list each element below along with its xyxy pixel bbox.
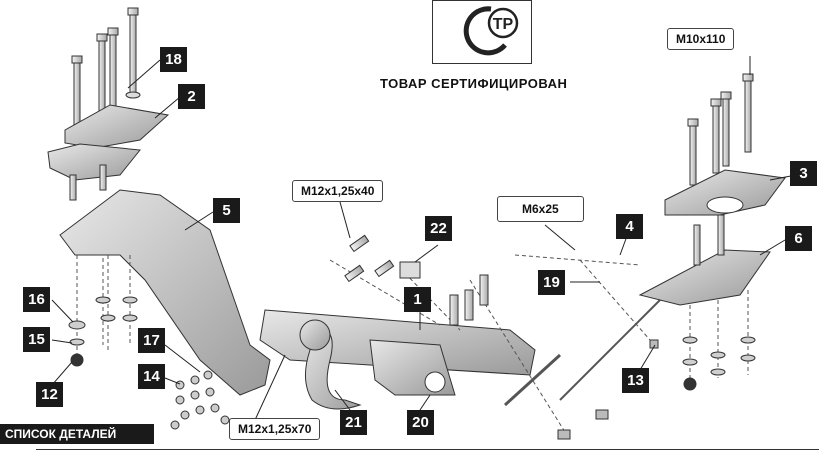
part-badge-5: 5 [213,198,240,223]
plate-6 [638,249,771,306]
callout-m12x125x40: M12x1,25x40 [292,180,384,202]
bracket-5 [59,189,271,396]
part-badge-6: 6 [785,226,812,251]
plate-2-lower [47,143,141,181]
callout-m6x25: M6x25 [497,196,584,222]
part-badge-4: 4 [616,214,643,239]
plate-2 [64,104,170,149]
callout-m12x125x70: M12x1,25x70 [229,418,321,440]
left-long-bolts [71,7,139,133]
part-badge-16: 16 [23,287,50,312]
part-badge-15: 15 [23,327,50,352]
part-badge-3: 3 [790,161,817,186]
center-bolts [344,234,489,326]
certification-logo-letters: ТР [493,16,514,33]
part-badge-21: 21 [340,410,367,435]
callout-m10x110: M10x110 [667,28,735,50]
part-badge-2: 2 [178,84,205,109]
part-badge-20: 20 [407,410,434,435]
part-badge-18: 18 [160,47,187,72]
part-badge-13: 13 [622,368,649,393]
part-badge-12: 12 [36,382,63,407]
part-badge-19: 19 [538,270,565,295]
left-nuts-washers [68,296,138,367]
part-badge-1: 1 [404,287,431,312]
plate-3 [664,169,786,216]
right-long-bolts [687,73,754,186]
part-badge-17: 17 [138,328,165,353]
part-badge-22: 22 [425,216,452,241]
parts-list-title: СПИСОК ДЕТАЛЕЙ [0,424,154,444]
certification-mark-icon: ТР [463,6,519,56]
certification-logo: ТР [432,0,532,64]
lower-left-fasteners [170,370,230,430]
parts-list-table-edge [36,449,819,454]
certification-text: ТОВАР СЕРТИФИЦИРОВАН [380,76,568,91]
part-badge-14: 14 [138,364,165,389]
